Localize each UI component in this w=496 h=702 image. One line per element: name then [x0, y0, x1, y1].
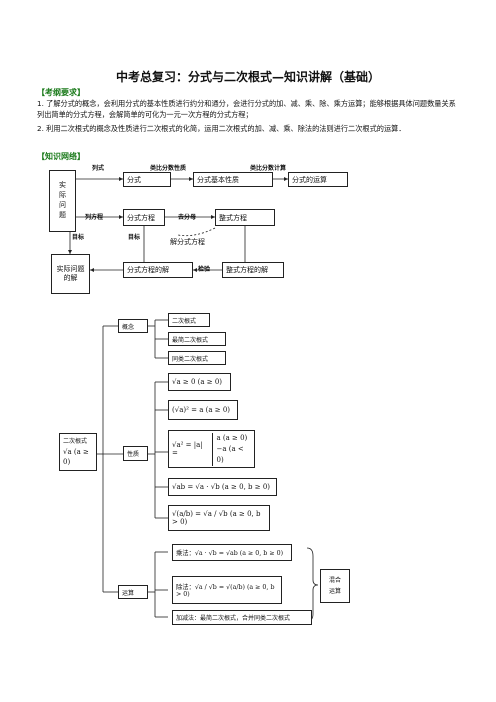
- property-4: √ab = √a · √b (a ≥ 0, b ≥ 0): [168, 478, 277, 496]
- box-concept: 概念: [118, 319, 148, 333]
- box-equation: 分式方程: [123, 209, 165, 226]
- property-1: √a ≥ 0 (a ≥ 0): [168, 373, 231, 391]
- box-root-main: 二次根式 √a (a ≥ 0): [59, 433, 97, 471]
- box-integral-equation: 整式方程: [215, 209, 275, 226]
- label-list: 列式: [92, 165, 105, 172]
- operation-multiply: 乘法：√a · √b = √ab (a ≥ 0, b ≥ 0): [172, 544, 292, 561]
- section-requirements: 【考纲要求】: [37, 88, 85, 97]
- label-remove-den: 去分母: [178, 214, 197, 221]
- box-property: 性质: [123, 446, 148, 461]
- concept-similar: 同类二次根式: [168, 351, 226, 365]
- box-operations: 分式的运算: [288, 172, 348, 187]
- requirement-2: 2. 利用二次根式的概念及性质进行二次根式的化简，运用二次根式的加、减、乘、除法…: [37, 124, 406, 133]
- root-label: 二次根式: [63, 438, 88, 445]
- box-mixed: 混合运算: [320, 569, 350, 603]
- operation-add-subtract: 加减法：最简二次根式，合并同类二次根式: [172, 610, 312, 625]
- concept-root: 二次根式: [168, 313, 210, 327]
- box-real-solution: 实际问题的解: [51, 254, 90, 294]
- page-title: 中考总复习：分式与二次根式—知识讲解（基础）: [115, 70, 380, 84]
- property-2: (√a)² = a (a ≥ 0): [168, 400, 238, 420]
- box-equation-solution: 分式方程的解: [123, 262, 193, 278]
- property-3: √a² = |a| = a (a ≥ 0) −a (a < 0): [168, 430, 255, 468]
- label-operations: 类比分数计算: [250, 165, 287, 172]
- label-property: 类比分数性质: [150, 165, 187, 172]
- label-target-2: 目标: [128, 234, 141, 241]
- property-3-case-2: −a (a < 0): [216, 444, 244, 464]
- property-5: √(a/b) = √a / √b (a ≥ 0, b > 0): [168, 505, 270, 531]
- property-3-case-1: a (a ≥ 0): [216, 433, 248, 442]
- box-fraction: 分式: [123, 172, 171, 187]
- root-formula: √a (a ≥ 0): [63, 448, 89, 466]
- box-basic-property: 分式基本性质: [193, 172, 273, 187]
- section-network: 【知识网络】: [37, 152, 85, 161]
- box-operation: 运算: [118, 585, 148, 599]
- label-target-1: 目标: [72, 234, 85, 241]
- property-3-lhs: √a² = |a| =: [172, 441, 203, 457]
- label-list-eq: 列方程: [85, 214, 104, 221]
- box-real-problem: 实际问题: [49, 170, 76, 232]
- box-integral-solution: 整式方程的解: [222, 262, 284, 278]
- requirement-1: 1. 了解分式的概念，会利用分式的基本性质进行约分和通分，会进行分式的加、减、乘…: [37, 99, 456, 119]
- label-check: 检验: [198, 266, 211, 273]
- property-3-cases: a (a ≥ 0) −a (a < 0): [212, 432, 251, 466]
- label-solve-equation: 解分式方程: [170, 238, 205, 246]
- concept-simplest: 最简二次根式: [168, 332, 226, 346]
- operation-divide: 除法：√a / √b = √(a/b) (a ≥ 0, b > 0): [172, 576, 282, 604]
